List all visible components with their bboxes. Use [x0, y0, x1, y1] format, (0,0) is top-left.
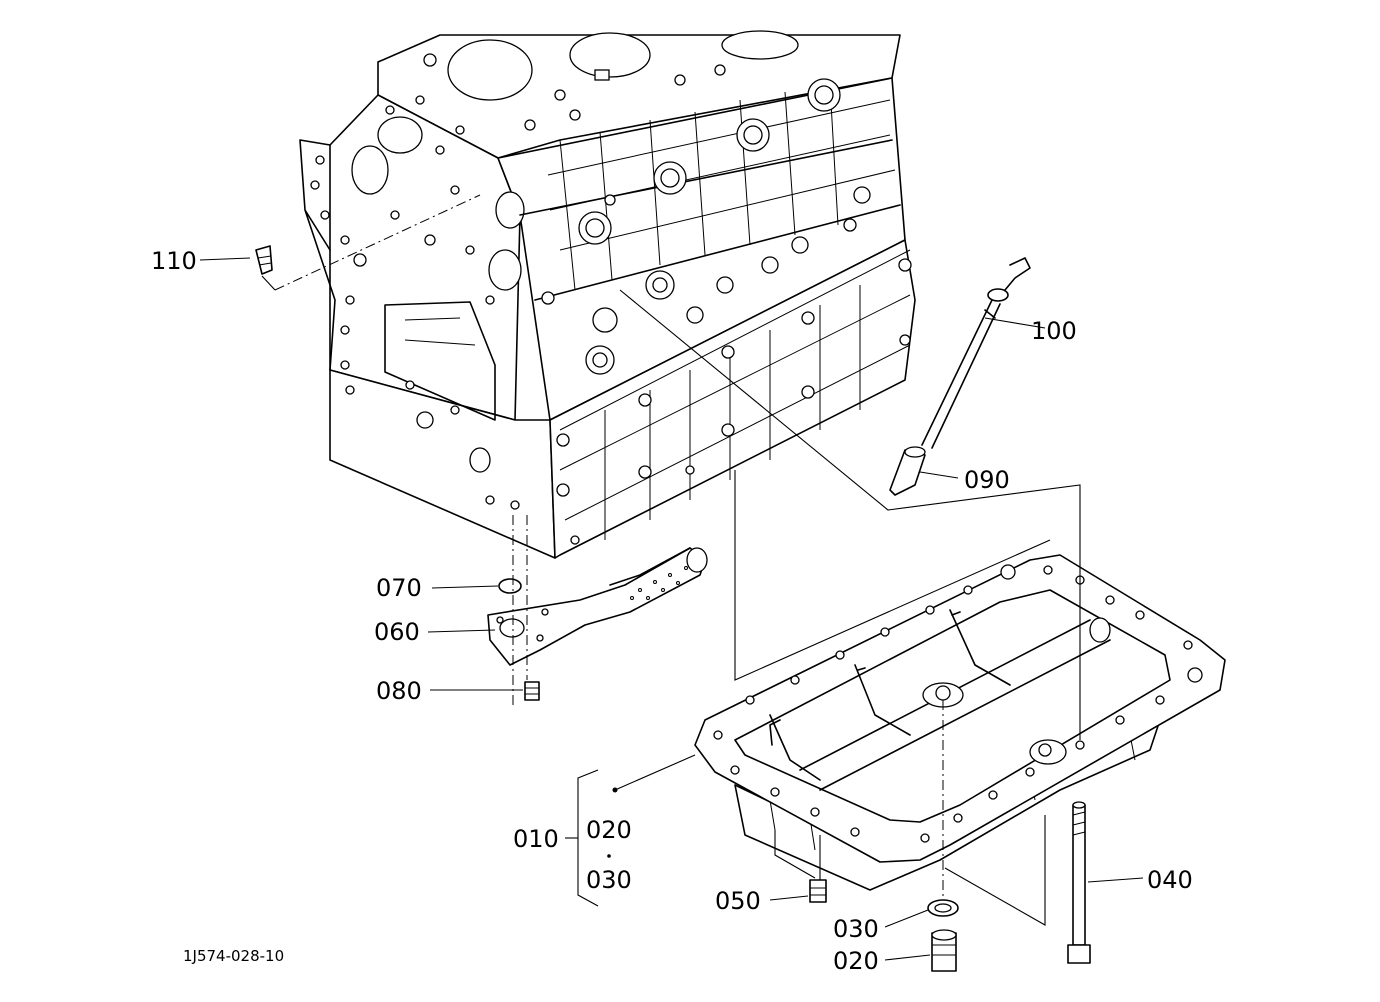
dipstick-guide [889, 446, 926, 496]
long-bolt [1067, 801, 1091, 964]
o-ring [498, 578, 522, 594]
callout-060: 060 [374, 618, 420, 646]
callout-070: 070 [376, 574, 422, 602]
callout-110: 110 [151, 247, 197, 275]
oil-strainer [487, 547, 708, 666]
callout-050: 050 [715, 887, 761, 915]
assembly-lines [261, 194, 1081, 926]
strainer-bolt [524, 681, 540, 701]
drain-plug [931, 929, 957, 972]
callout-090: 090 [964, 466, 1010, 494]
callout-080: 080 [376, 677, 422, 705]
callout-labels: 110 100 090 070 060 080 010 020 030 050 … [151, 247, 1193, 975]
drawing-reference: 1J574-028-10 [183, 947, 284, 965]
engine-block [299, 30, 916, 559]
plug [255, 245, 273, 275]
callout-010: 010 [513, 825, 559, 853]
oil-pan [694, 554, 1226, 891]
drain-gasket [927, 899, 959, 917]
callout-040: 040 [1147, 866, 1193, 894]
callout-kit-030: 030 [586, 866, 632, 894]
oil-pan-bolt [809, 879, 827, 903]
callout-100: 100 [1031, 317, 1077, 345]
callout-030: 030 [833, 915, 879, 943]
dipstick [921, 257, 1031, 449]
leader-lines [199, 257, 1144, 961]
callout-020: 020 [833, 947, 879, 975]
callout-kit-020: 020 [586, 816, 632, 844]
